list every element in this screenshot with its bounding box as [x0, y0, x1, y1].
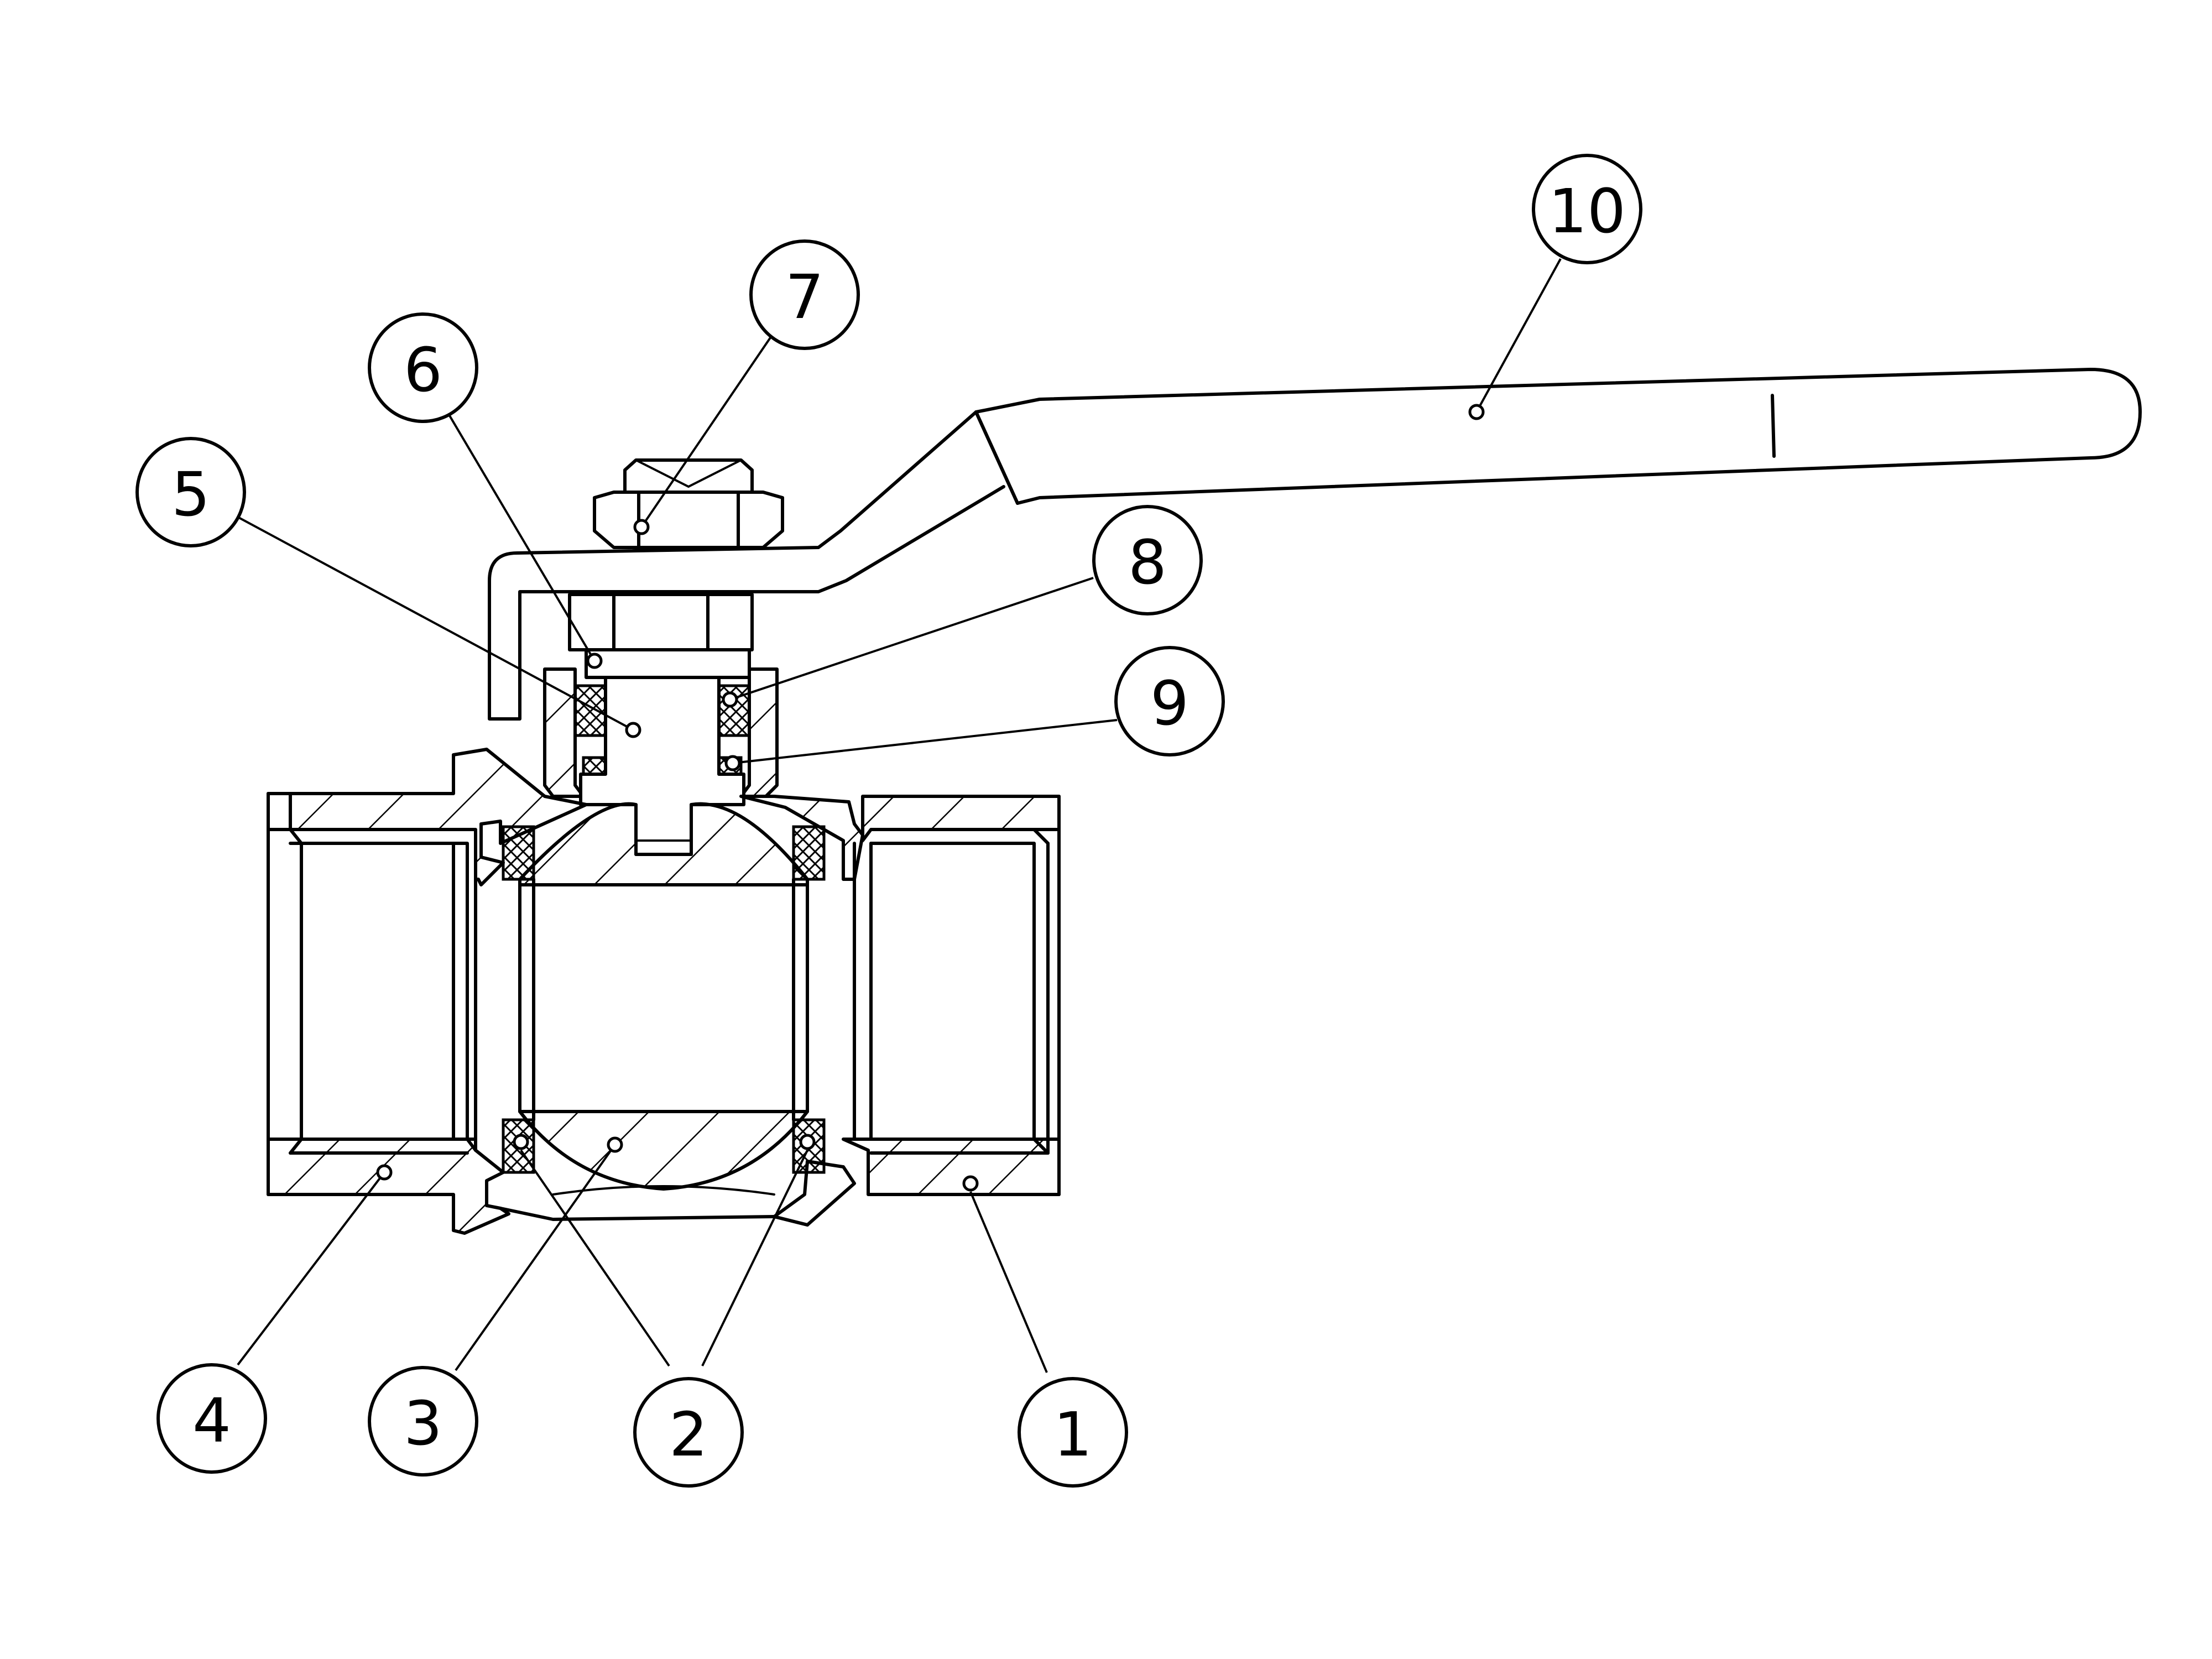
anchor-dot-4	[376, 1164, 393, 1181]
seat-bottom-right	[792, 1118, 826, 1174]
balloon-1: 1	[1018, 1377, 1128, 1488]
ball	[499, 802, 809, 1227]
balloon-2-label: 2	[669, 1399, 708, 1470]
balloon-9: 9	[1114, 646, 1225, 757]
balloon-8: 8	[1092, 505, 1203, 615]
stem-nut	[593, 458, 784, 549]
balloon-5-label: 5	[171, 459, 210, 530]
balloon-6-label: 6	[404, 335, 442, 405]
balloon-3-label: 3	[404, 1388, 442, 1459]
handle-mark-line	[1771, 394, 1776, 458]
balloon-4-label: 4	[192, 1385, 231, 1456]
anchor-dot-5	[625, 722, 641, 738]
anchor-dot-10	[1468, 404, 1485, 420]
anchor-dot-3	[607, 1136, 623, 1153]
balloon-2: 2	[633, 1377, 744, 1488]
leader-lines	[237, 258, 1562, 1373]
balloon-6: 6	[368, 312, 478, 423]
gland-nut	[568, 593, 754, 679]
anchor-dots	[376, 404, 1485, 1192]
handle-lever	[488, 368, 2142, 721]
balloon-7-label: 7	[785, 262, 824, 332]
balloon-7: 7	[749, 239, 860, 350]
balloon-8-label: 8	[1128, 527, 1167, 598]
balloon-1-label: 1	[1053, 1399, 1092, 1470]
body-left	[267, 748, 588, 1235]
anchor-dot-7	[633, 519, 650, 535]
balloon-5: 5	[135, 437, 246, 547]
thrust-washer	[585, 648, 751, 679]
balloon-10-label: 10	[1548, 176, 1626, 247]
anchor-dot-2b	[799, 1134, 816, 1150]
balloon-3: 3	[368, 1366, 478, 1477]
body-right	[739, 795, 1061, 1227]
stem-packing-left	[573, 684, 607, 737]
stem-oring-left	[582, 756, 607, 776]
balloon-9-label: 9	[1150, 668, 1189, 739]
anchor-dot-2a	[513, 1134, 529, 1150]
seats	[502, 825, 826, 1174]
seat-top-right	[792, 825, 826, 881]
anchor-dot-8	[722, 691, 738, 708]
seat-top-left	[502, 825, 535, 881]
anchor-dot-9	[724, 755, 741, 771]
balloon-4: 4	[156, 1363, 267, 1474]
anchor-dot-1	[962, 1175, 979, 1192]
anchor-dot-6	[586, 653, 603, 669]
balloon-10: 10	[1532, 154, 1642, 264]
